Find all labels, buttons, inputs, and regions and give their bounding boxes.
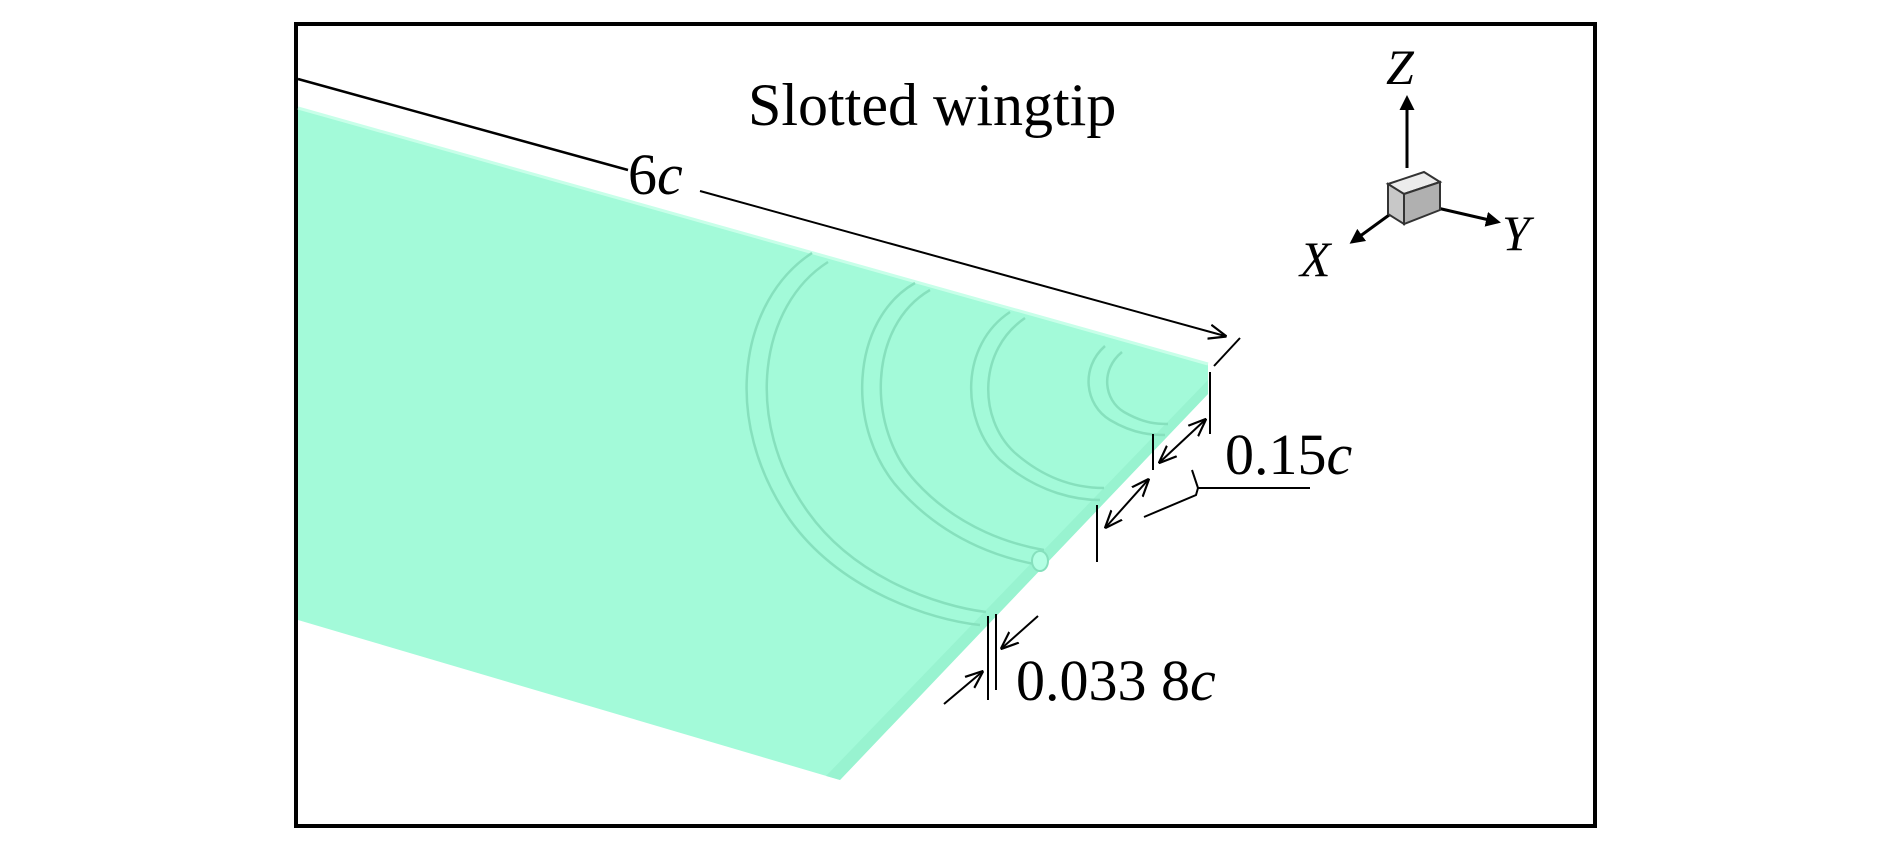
z-axis-label: Z [1386,39,1415,95]
slot-3-outer [970,310,1101,502]
slot-3-inner [987,316,1105,490]
span-dimension-line-right [699,190,1225,336]
slot-width-value: 0.15 [1225,422,1327,487]
slot-width-dimension [1096,372,1310,562]
slot-1-inner [765,260,987,614]
y-axis-arrow [1432,205,1501,227]
span-extension-line [1213,337,1241,367]
y-axis-label: Y [1502,205,1535,261]
slot-width-unit: c [1327,422,1353,487]
slot-gap-arrow-in [943,672,982,705]
slot-2-inner [879,288,1045,552]
axis-triad [1349,95,1501,244]
x-axis-label: X [1298,231,1333,287]
span-label: 6c [628,142,683,207]
figure-title: Slotted wingtip [748,72,1116,138]
slot-4-outer [1087,345,1166,437]
axis-cube-icon [1385,170,1443,226]
slot-width-leader [1143,487,1310,518]
slot-gap-unit: c [1190,648,1216,713]
slot-width-arrow-1 [1160,420,1205,462]
span-dimension [297,77,1241,367]
wing-leading-edge [297,106,1209,366]
span-unit: c [657,142,683,207]
slot-gap-dimension [943,614,1039,705]
slot-width-leader-stub [1191,469,1199,489]
slot-gap-arrow-out [1002,615,1039,648]
slot-width-label: 0.15c [1225,422,1353,487]
slot-arcs [745,251,1169,627]
slot-1-outer [745,251,981,627]
slot-2-outer [860,281,1041,567]
slot-width-arrow-2 [1106,480,1148,527]
slot-gap-label: 0.033 8c [1016,648,1216,713]
span-dimension-line [297,77,629,172]
slot-end-cap [1031,550,1049,572]
slot-gap-value: 0.033 8 [1016,648,1190,713]
span-value: 6 [628,142,657,207]
